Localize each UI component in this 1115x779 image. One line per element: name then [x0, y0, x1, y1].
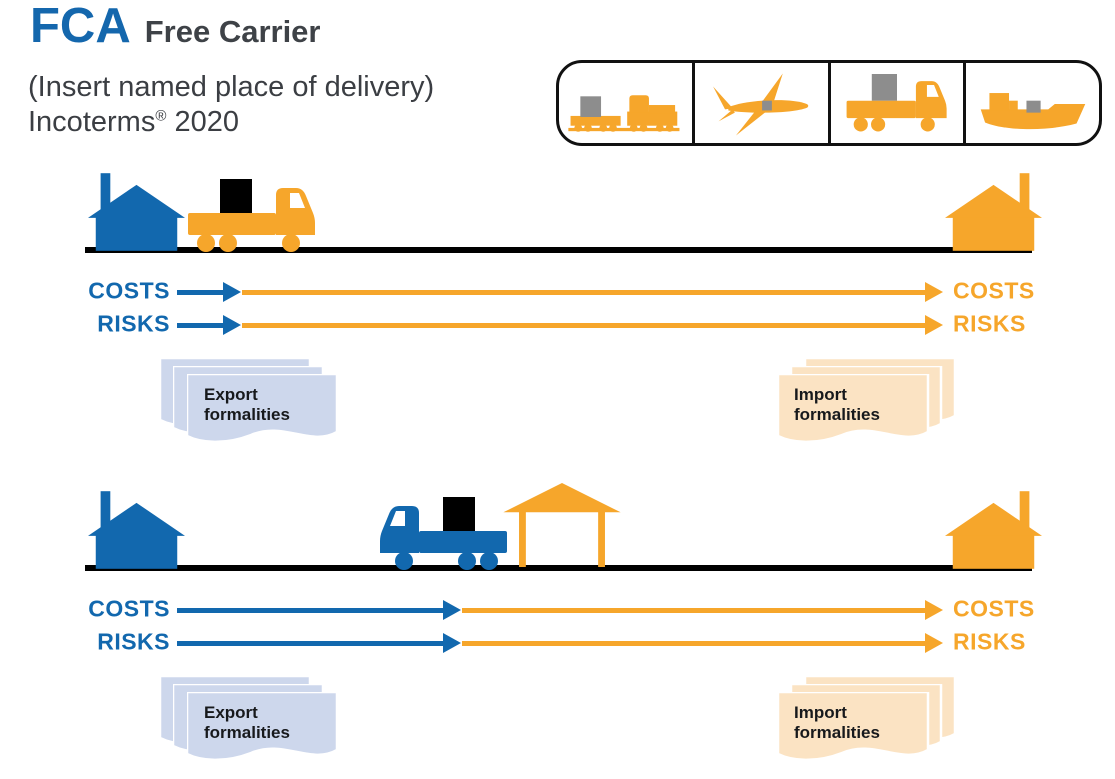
import-formalities-stack-2: Import formalities	[778, 676, 958, 778]
costs-blue-line-1	[177, 290, 223, 295]
costs-blue-line-2	[177, 608, 443, 613]
seller-factory-icon	[88, 173, 185, 251]
risks-label-right-2: RISKS	[953, 628, 1026, 655]
export-formalities-label: Export formalities	[204, 385, 290, 425]
ground-line	[85, 247, 1032, 253]
export-formalities-label: Export formalities	[204, 703, 290, 743]
risks-blue-arrowhead-1	[223, 315, 241, 335]
risks-label-left-1: RISKS	[97, 310, 170, 337]
export-formalities-stack-1: Export formalities	[160, 358, 340, 460]
scene-named-place	[85, 483, 1042, 571]
risks-orange-arrowhead-2	[925, 633, 943, 653]
ground-line	[85, 565, 1032, 571]
import-formalities-label: Import formalities	[794, 703, 880, 743]
costs-label-right-1: COSTS	[953, 277, 1035, 304]
scene-seller-premises	[85, 173, 1042, 253]
subtitle-year: 2020	[166, 106, 239, 139]
risks-blue-line-1	[177, 323, 223, 328]
incoterm-code: FCA	[30, 0, 131, 53]
carrier-truck-icon	[188, 179, 315, 252]
transport-mode-rail	[559, 63, 695, 143]
train-icon	[568, 95, 680, 132]
risks-blue-line-2	[177, 641, 443, 646]
costs-orange-line-2	[462, 608, 925, 613]
risks-orange-line-1	[242, 323, 925, 328]
costs-orange-line-1	[242, 290, 925, 295]
transport-mode-air	[695, 63, 831, 143]
risks-orange-arrowhead-1	[925, 315, 943, 335]
risks-blue-arrowhead-2	[443, 633, 461, 653]
costs-orange-arrowhead-1	[925, 282, 943, 302]
costs-label-left-2: COSTS	[88, 595, 170, 622]
transport-modes-box	[556, 60, 1102, 146]
risks-label-right-1: RISKS	[953, 310, 1026, 337]
seller-truck-icon	[380, 497, 507, 570]
buyer-factory-icon	[945, 491, 1042, 569]
import-formalities-stack-1: Import formalities	[778, 358, 958, 460]
carrier-terminal-canopy-icon	[503, 483, 621, 567]
costs-label-left-1: COSTS	[88, 277, 170, 304]
export-formalities-stack-2: Export formalities	[160, 676, 340, 778]
costs-blue-arrowhead-1	[223, 282, 241, 302]
transport-mode-sea	[966, 63, 1099, 143]
risks-orange-line-2	[462, 641, 925, 646]
ship-icon	[980, 93, 1085, 130]
seller-factory-icon	[88, 491, 185, 569]
page-title: FCA Free Carrier	[30, 2, 321, 51]
subtitle: (Insert named place of delivery) Incoter…	[28, 70, 448, 141]
costs-orange-arrowhead-2	[925, 600, 943, 620]
incoterm-name: Free Carrier	[144, 14, 321, 49]
risks-label-left-2: RISKS	[97, 628, 170, 655]
truck-icon	[845, 74, 949, 132]
registered-mark: ®	[155, 107, 167, 125]
buyer-factory-icon	[945, 173, 1042, 251]
import-formalities-label: Import formalities	[794, 385, 880, 425]
transport-mode-road	[831, 63, 967, 143]
costs-label-right-2: COSTS	[953, 595, 1035, 622]
subtitle-text: (Insert named place of delivery) Incoter…	[28, 71, 435, 139]
plane-icon	[713, 73, 809, 136]
costs-blue-arrowhead-2	[443, 600, 461, 620]
